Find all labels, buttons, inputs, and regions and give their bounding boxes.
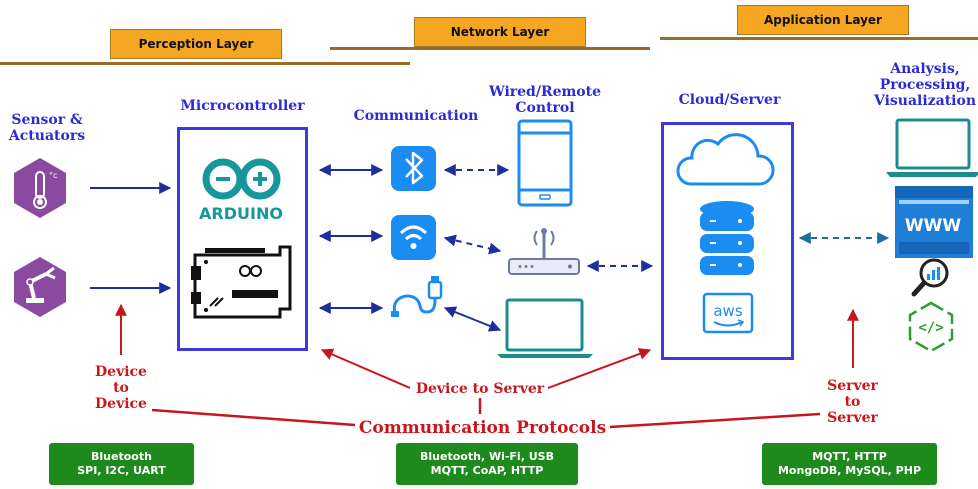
protocol-middle-line2: MQTT, CoAP, HTTP: [430, 464, 544, 477]
protocols-left-line: [151, 408, 356, 427]
analysis-title: Analysis, Processing, Visualization: [872, 61, 978, 109]
sensors-title-line2: Actuators: [8, 128, 86, 144]
cloud-server-title: Cloud/Server: [678, 92, 781, 108]
wifi-router-arrow: [443, 234, 502, 255]
protocols-right-line: [609, 412, 821, 429]
code-text: </>: [918, 320, 943, 336]
sensors-title-line1: Sensor &: [11, 112, 83, 128]
arduino-logo-icon: [202, 158, 281, 200]
d2d-line2: to: [113, 380, 129, 396]
s2s-line1: Server: [827, 378, 878, 394]
perception-layer-line: [0, 62, 410, 65]
sensors-title: Sensor & Actuators: [2, 112, 92, 144]
code-icon: </>: [908, 301, 954, 353]
wired-title-line1: Wired/Remote: [488, 84, 602, 100]
protocol-left-line1: Bluetooth: [91, 450, 152, 463]
database-icon: [700, 201, 754, 275]
analysis-title-line2: Processing,: [879, 77, 971, 93]
protocol-right-line2: MongoDB, MySQL, PHP: [777, 464, 922, 477]
aws-text: aws: [713, 302, 742, 320]
arduino-wordmark: ARDUINO: [199, 204, 283, 223]
smartphone-icon: [517, 119, 573, 207]
analysis-title-line3: Visualization: [873, 93, 977, 109]
www-browser-icon: WWW: [895, 186, 973, 258]
protocol-box-perception: Bluetooth SPI, I2C, UART: [49, 443, 194, 485]
device-to-server-left-arrow: [320, 348, 411, 389]
protocol-box-network: Bluetooth, Wi-Fi, USB MQTT, CoAP, HTTP: [396, 443, 578, 485]
usb-laptop-arrow: [443, 306, 502, 332]
d2d-line3: Device: [95, 396, 147, 412]
device-to-device-label: Device to Device: [85, 364, 157, 412]
protocol-box-application: MQTT, HTTP MongoDB, MySQL, PHP: [762, 443, 937, 485]
thermometer-icon: °c: [14, 158, 66, 218]
robot-arm-icon: [14, 257, 66, 317]
device-to-server-label: Device to Server: [415, 381, 545, 397]
wifi-icon: [391, 215, 436, 260]
s2s-line2: to: [844, 394, 861, 410]
communication-protocols-label: Communication Protocols: [358, 418, 607, 438]
cloud-server-frame: [661, 122, 794, 360]
application-layer-line: [660, 37, 978, 40]
network-layer-label: Network Layer: [414, 17, 586, 47]
magnifier-chart-icon: [911, 258, 949, 297]
analysis-title-line1: Analysis,: [890, 61, 960, 77]
protocol-right-line1: MQTT, HTTP: [812, 450, 887, 463]
analysis-laptop-icon: [886, 118, 978, 177]
wired-remote-title: Wired/Remote Control: [480, 84, 610, 116]
s2s-line3: Server: [827, 410, 878, 426]
aws-icon: aws: [702, 292, 754, 334]
protocol-left-line2: SPI, I2C, UART: [77, 464, 166, 477]
bluetooth-icon: [391, 146, 436, 191]
svg-text:°c: °c: [49, 171, 57, 180]
perception-layer-label: Perception Layer: [110, 29, 282, 59]
server-to-server-label: Server to Server: [815, 378, 890, 426]
protocol-middle-line1: Bluetooth, Wi-Fi, USB: [420, 450, 554, 463]
microcontroller-frame: [177, 127, 308, 351]
router-icon: [508, 228, 580, 275]
d2d-line1: Device: [95, 364, 147, 380]
application-layer-label: Application Layer: [737, 5, 909, 35]
laptop-icon: [497, 298, 593, 358]
device-to-server-right-arrow: [547, 348, 652, 389]
microcontroller-title: Microcontroller: [180, 98, 305, 114]
www-text: WWW: [905, 216, 962, 236]
usb-cable-icon: [391, 276, 443, 317]
network-layer-line: [330, 47, 650, 50]
cloud-icon: [676, 133, 775, 186]
wired-title-line2: Control: [515, 100, 575, 116]
communication-title: Communication: [353, 108, 479, 124]
arduino-board-icon: [191, 245, 292, 319]
